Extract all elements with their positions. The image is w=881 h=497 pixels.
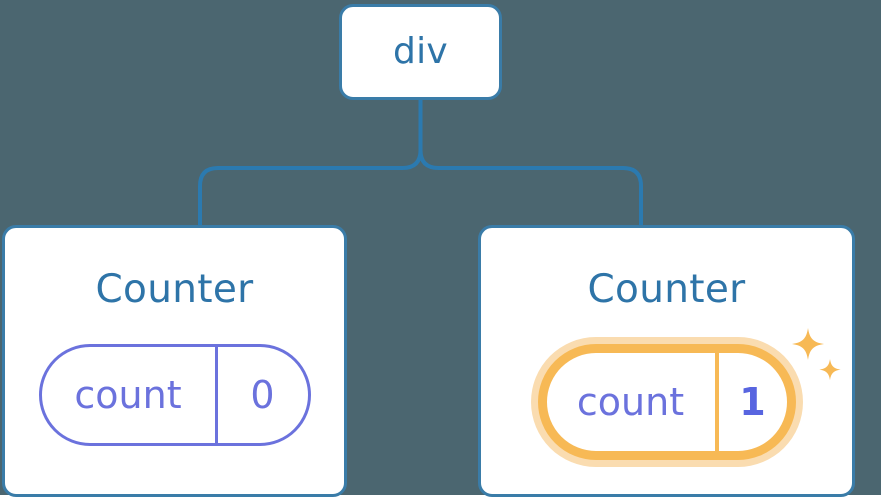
state-pill-wrapper: count 0: [38, 344, 311, 446]
node-label: div: [392, 31, 449, 72]
node-label: Counter: [95, 267, 254, 312]
state-key-label: count: [576, 380, 685, 424]
node-root-div[interactable]: div: [339, 4, 502, 100]
state-pill-highlighted[interactable]: count 1: [537, 344, 796, 460]
state-value-cell: 1: [714, 353, 787, 451]
sparkle-large-icon: [791, 328, 824, 360]
node-counter-left[interactable]: Counter count 0: [2, 225, 347, 497]
state-key-label: count: [74, 373, 182, 417]
state-value-label: 1: [739, 380, 766, 424]
sparkle-small-icon: [818, 359, 841, 381]
edge-root-to-children: [198, 98, 423, 228]
edge-root-to-right-child: [418, 98, 643, 228]
state-pill-wrapper: count 1: [537, 328, 841, 460]
state-key-cell: count: [42, 347, 215, 443]
state-value-cell: 0: [214, 347, 308, 443]
state-key-cell: count: [547, 353, 715, 451]
state-value-label: 0: [250, 373, 275, 417]
node-counter-right[interactable]: Counter count 1: [478, 225, 855, 497]
sparkle-group: [791, 328, 841, 381]
node-label: Counter: [587, 267, 746, 312]
state-pill[interactable]: count 0: [38, 344, 311, 446]
